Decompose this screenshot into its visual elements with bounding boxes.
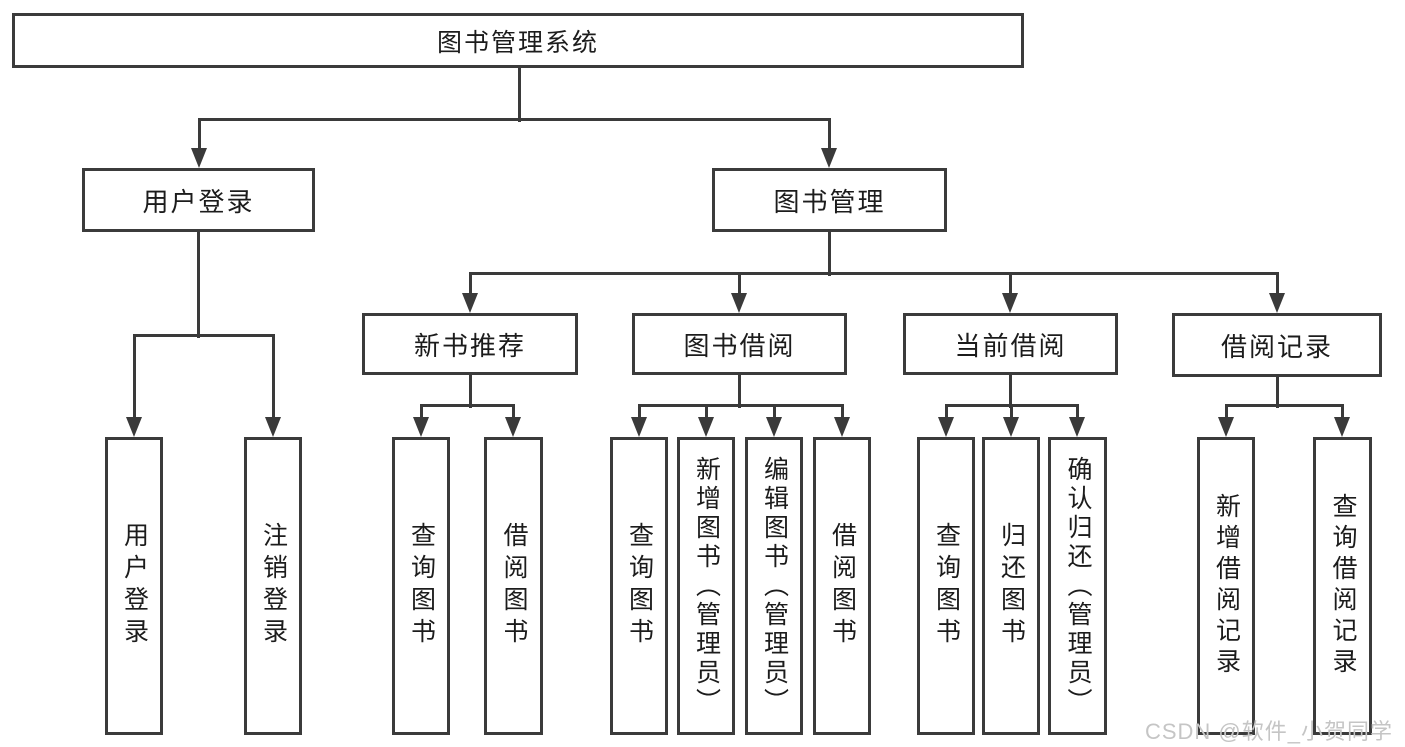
connector-arrow-shaft [1275,273,1279,295]
node-label: 图书管理系统 [436,28,599,57]
connector-arrow-shaft [737,273,741,295]
connector-arrow-shaft [637,405,641,419]
connector-arrow-shaft [704,405,708,419]
connector-arrow-shaft [772,405,776,419]
leaf-label: 注销登录 [259,522,288,650]
arrow-down-icon [766,417,782,437]
connector-arrow-shaft [271,335,275,419]
arrow-down-icon [631,417,647,437]
connector-arrow-shaft [827,119,831,150]
connector-vertical-line [517,68,521,122]
arrow-down-icon [191,148,207,168]
node-label: 用户登录 [142,186,255,217]
leaf-cb-return-book: 归还图书 [982,437,1040,735]
leaf-label: 查询图书 [625,522,654,650]
leaf-label: 确认归还（管理员） [1064,455,1092,717]
arrow-down-icon [1218,417,1234,437]
leaf-label: 查询图书 [407,522,436,650]
leaf-label: 查询图书 [932,522,961,650]
leaf-nbr-borrow-book: 借阅图书 [484,437,543,735]
connector-arrow-shaft [511,405,515,419]
connector-arrow-shaft [468,273,472,295]
arrow-down-icon [938,417,954,437]
connector-arrow-shaft [197,119,201,150]
leaf-label: 借阅图书 [500,522,528,650]
node-label: 新书推荐 [413,330,526,361]
connector-arrow-shaft [1075,405,1079,419]
connector-horizontal-line [637,403,844,407]
connector-arrow-shaft [132,335,136,419]
node-label: 借阅记录 [1220,331,1333,362]
connector-vertical-line [468,375,472,408]
connector-arrow-shaft [840,405,844,419]
arrow-down-icon [265,417,281,437]
node-library-management-system: 图书管理系统 [12,13,1024,68]
connector-arrow-shaft [1340,405,1344,419]
watermark: CSDN @软件_小贺同学 [1144,719,1393,744]
node-new-book-recommend: 新书推荐 [362,313,578,375]
arrow-down-icon [126,417,142,437]
leaf-br-add-record: 新增借阅记录 [1197,437,1255,735]
node-label: 图书借阅 [683,330,796,361]
arrow-down-icon [1003,417,1019,437]
connector-arrow-shaft [944,405,948,419]
node-book-management: 图书管理 [712,168,947,232]
leaf-cb-confirm-return-admin: 确认归还（管理员） [1048,437,1107,735]
node-book-borrowing: 图书借阅 [632,313,847,375]
leaf-nbr-query-book: 查询图书 [392,437,450,735]
leaf-bb-borrow-book: 借阅图书 [813,437,871,735]
connector-horizontal-line [468,271,1279,275]
leaf-label: 新增图书（管理员） [692,455,721,717]
connector-arrow-shaft [1009,405,1013,419]
connector-horizontal-line [1224,403,1344,407]
arrow-down-icon [821,148,837,168]
arrow-down-icon [698,417,714,437]
node-borrow-records: 借阅记录 [1172,313,1382,377]
leaf-bb-query-book: 查询图书 [610,437,668,735]
leaf-label: 查询借阅记录 [1329,493,1357,679]
leaf-bb-add-book-admin: 新增图书（管理员） [677,437,735,735]
leaf-user-login: 用户登录 [105,437,163,735]
arrow-down-icon [1334,417,1350,437]
arrow-down-icon [731,293,747,313]
connector-arrow-shaft [419,405,423,419]
leaf-bb-edit-book-admin: 编辑图书（管理员） [745,437,803,735]
arrow-down-icon [834,417,850,437]
connector-arrow-shaft [1224,405,1228,419]
arrow-down-icon [1269,293,1285,313]
node-label: 当前借阅 [954,330,1067,361]
node-current-borrowing: 当前借阅 [903,313,1118,375]
connector-vertical-line [737,375,741,408]
leaf-logout: 注销登录 [244,437,302,735]
connector-vertical-line [827,232,831,276]
leaf-label: 借阅图书 [828,522,857,650]
arrow-down-icon [1069,417,1085,437]
node-user-login: 用户登录 [82,168,315,232]
arrow-down-icon [505,417,521,437]
connector-vertical-line [1008,375,1012,408]
connector-horizontal-line [132,333,275,337]
leaf-label: 编辑图书（管理员） [760,455,789,717]
connector-horizontal-line [419,403,515,407]
leaf-cb-query-book: 查询图书 [917,437,975,735]
leaf-br-query-record: 查询借阅记录 [1313,437,1372,735]
leaf-label: 用户登录 [120,522,149,650]
connector-vertical-line [196,232,200,338]
arrow-down-icon [462,293,478,313]
connector-arrow-shaft [1008,273,1012,295]
node-label: 图书管理 [773,186,886,217]
connector-vertical-line [1275,377,1279,408]
arrow-down-icon [1002,293,1018,313]
arrow-down-icon [413,417,429,437]
leaf-label: 新增借阅记录 [1212,493,1241,679]
connector-horizontal-line [197,117,831,121]
leaf-label: 归还图书 [997,522,1026,650]
